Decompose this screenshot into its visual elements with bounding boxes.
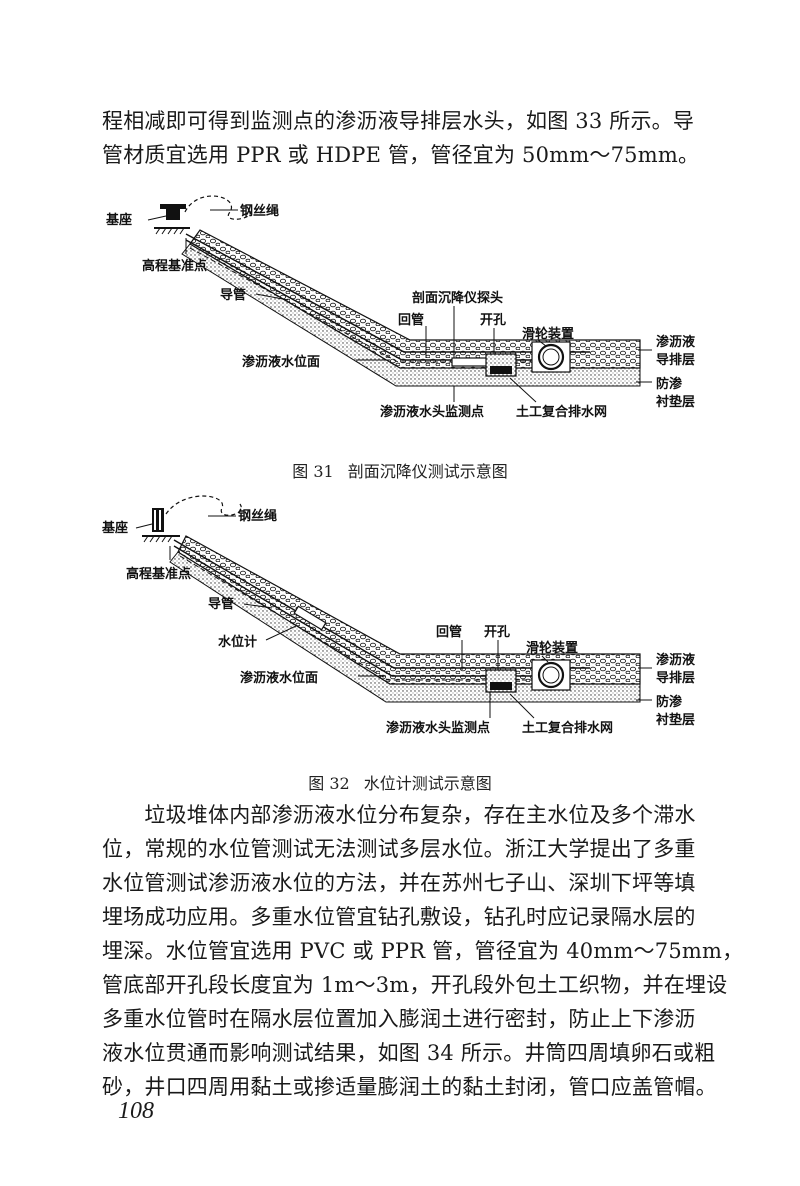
intro-line-1: 程相减即可得到监测点的渗沥液导排层水头，如图 33 所示。导 — [102, 109, 695, 133]
body-line-7: 多重水位管时在隔水层位置加入膨润土进行密封，防止上下渗沥 — [102, 1007, 696, 1031]
body-line-6: 管底部开孔段长度宜为 1m～3m，开孔段外包土工织物，并在埋设 — [102, 973, 728, 997]
label-head-point: 渗沥液水头监测点 — [380, 404, 484, 420]
drainage-layer — [177, 535, 641, 685]
label-liner-1: 防渗 — [656, 376, 683, 392]
label-opening: 开孔 — [480, 313, 506, 328]
figure-31-caption: 图 31 剖面沉降仪测试示意图 — [0, 458, 800, 482]
pulley-device — [531, 341, 571, 373]
label-geo-net: 土工复合排水网 — [516, 404, 607, 420]
guide-pipe — [173, 539, 590, 669]
base-mount — [154, 204, 190, 235]
body-line-4: 埋场成功应用。多重水位管宜钻孔敷设，钻孔时应记录隔水层的 — [102, 905, 696, 929]
label-benchmark: 高程基准点 — [126, 566, 191, 582]
body-line-2: 位，常规的水位管测试无法测试多层水位。浙江大学提出了多重 — [102, 837, 696, 861]
page-number: 108 — [118, 1098, 154, 1124]
label-water-surface: 渗沥液水位面 — [242, 354, 320, 370]
label-return-pipe: 回管 — [436, 624, 462, 640]
label-wire: 钢丝绳 — [238, 508, 277, 524]
body-line-8: 液水位贯通而影响测试结果，如图 34 所示。井筒四周填卵石或粗 — [102, 1041, 716, 1065]
figure-31-diagram: 基座 钢丝绳 高程基准点 导管 剖面沉降仪探头 回管 开孔 滑轮装置 渗沥液 导… — [105, 195, 695, 420]
label-base: 基座 — [105, 212, 132, 228]
figure-31-number: 图 31 — [292, 462, 334, 481]
body-line-5: 埋深。水位管宜选用 PVC 或 PPR 管，管径宜为 40mm～75mm， — [102, 939, 744, 963]
label-drain-layer-2: 导排层 — [656, 352, 695, 368]
label-probe: 剖面沉降仪探头 — [412, 290, 503, 306]
label-liner-1: 防渗 — [656, 694, 683, 710]
label-water-surface: 渗沥液水位面 — [240, 670, 318, 686]
wire-rope — [165, 495, 242, 516]
intro-line-2: 管材质宜选用 PPR 或 HDPE 管，管径宜为 50mm～75mm。 — [102, 143, 700, 167]
label-water-gauge: 水位计 — [218, 634, 257, 650]
label-guide-pipe: 导管 — [208, 596, 234, 612]
base-mount — [142, 508, 180, 543]
figure-32-caption: 图 32 水位计测试示意图 — [0, 770, 800, 794]
drainage-layer — [189, 229, 641, 369]
label-benchmark: 高程基准点 — [142, 258, 207, 274]
label-liner-2: 衬垫层 — [656, 712, 695, 728]
water-gauge — [293, 605, 327, 631]
body-line-1: 垃圾堆体内部渗沥液水位分布复杂，存在主水位及多个滞水 — [102, 803, 696, 827]
figure-31-title: 剖面沉降仪测试示意图 — [347, 462, 508, 481]
label-return-pipe: 回管 — [398, 312, 424, 328]
body-paragraph: 垃圾堆体内部渗沥液水位分布复杂，存在主水位及多个滞水 位，常规的水位管测试无法测… — [102, 798, 744, 1104]
label-head-point: 渗沥液水头监测点 — [386, 720, 490, 736]
body-line-3: 水位管测试渗沥液水位的方法，并在苏州七子山、深圳下坪等填 — [102, 871, 696, 895]
label-wire: 钢丝绳 — [240, 203, 279, 219]
label-drain-layer-2: 导排层 — [656, 670, 695, 686]
label-geo-net: 土工复合排水网 — [522, 720, 613, 736]
figure-32-title: 水位计测试示意图 — [363, 774, 492, 793]
label-pulley: 滑轮装置 — [526, 640, 578, 656]
figure-32-number: 图 32 — [308, 774, 350, 793]
figure-32-diagram: 基座 钢丝绳 高程基准点 导管 水位计 回管 开孔 滑轮装置 渗沥液 导排层 渗… — [101, 495, 695, 736]
label-guide-pipe: 导管 — [220, 287, 246, 303]
label-liner-2: 衬垫层 — [656, 394, 695, 410]
wire-rope — [184, 195, 252, 220]
pulley-device — [531, 659, 571, 691]
label-opening: 开孔 — [484, 625, 510, 640]
guide-pipe — [185, 233, 590, 353]
label-base: 基座 — [101, 520, 128, 536]
body-line-9: 砂，井口四周用黏土或掺适量膨润土的黏土封闭，管口应盖管帽。 — [102, 1075, 717, 1099]
label-drain-layer-1: 渗沥液 — [656, 652, 695, 668]
intro-paragraph: 程相减即可得到监测点的渗沥液导排层水头，如图 33 所示。导 管材质宜选用 PP… — [102, 104, 722, 172]
label-pulley: 滑轮装置 — [522, 326, 574, 342]
label-drain-layer-1: 渗沥液 — [656, 334, 695, 350]
